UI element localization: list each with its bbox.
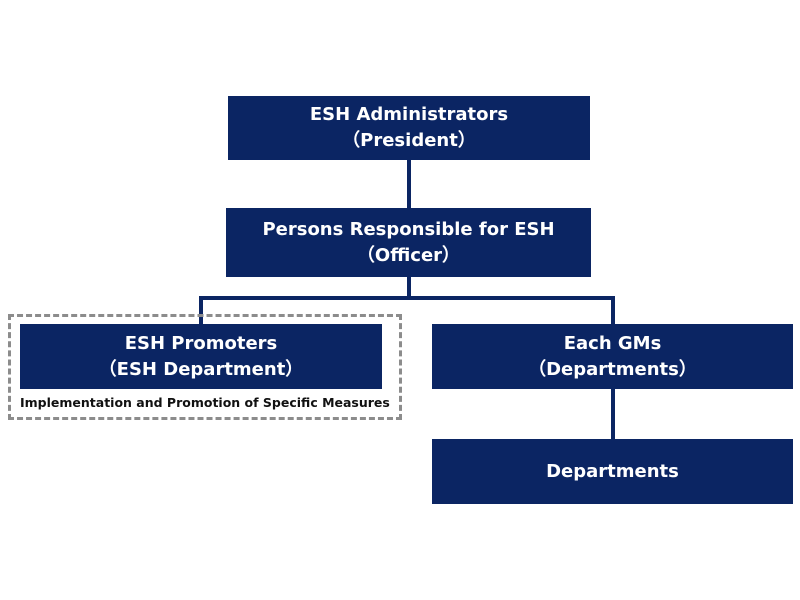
connector-to-gms (611, 296, 615, 326)
connector-responsible-down (407, 276, 411, 298)
promoters-subtitle: （ESH Department） (98, 358, 304, 380)
admin-subtitle: （President） (342, 130, 476, 151)
admin-box: ESH Administrators （President） (228, 96, 590, 160)
responsible-title: Persons Responsible for ESH (262, 218, 555, 240)
connector-gms-to-departments (611, 387, 615, 441)
departments-title: Departments (546, 460, 679, 482)
gms-box: Each GMs （Departments） (432, 324, 793, 389)
gms-title: Each GMs (563, 332, 662, 354)
gms-subtitle: （Departments） (528, 358, 697, 380)
connector-admin-to-responsible (407, 159, 411, 209)
admin-title: ESH Administrators (309, 104, 509, 125)
connector-to-promoters (199, 296, 203, 326)
promoters-dashed-frame (8, 314, 402, 420)
departments-box: Departments (432, 439, 793, 504)
promoters-box: ESH Promoters （ESH Department） (20, 324, 382, 389)
promoters-note: Implementation and Promotion of Specific… (20, 395, 390, 410)
responsible-subtitle: （Officer） (356, 244, 461, 266)
promoters-title: ESH Promoters (124, 332, 278, 354)
connector-horizontal-branch (199, 296, 614, 300)
responsible-box: Persons Responsible for ESH （Officer） (226, 208, 591, 277)
